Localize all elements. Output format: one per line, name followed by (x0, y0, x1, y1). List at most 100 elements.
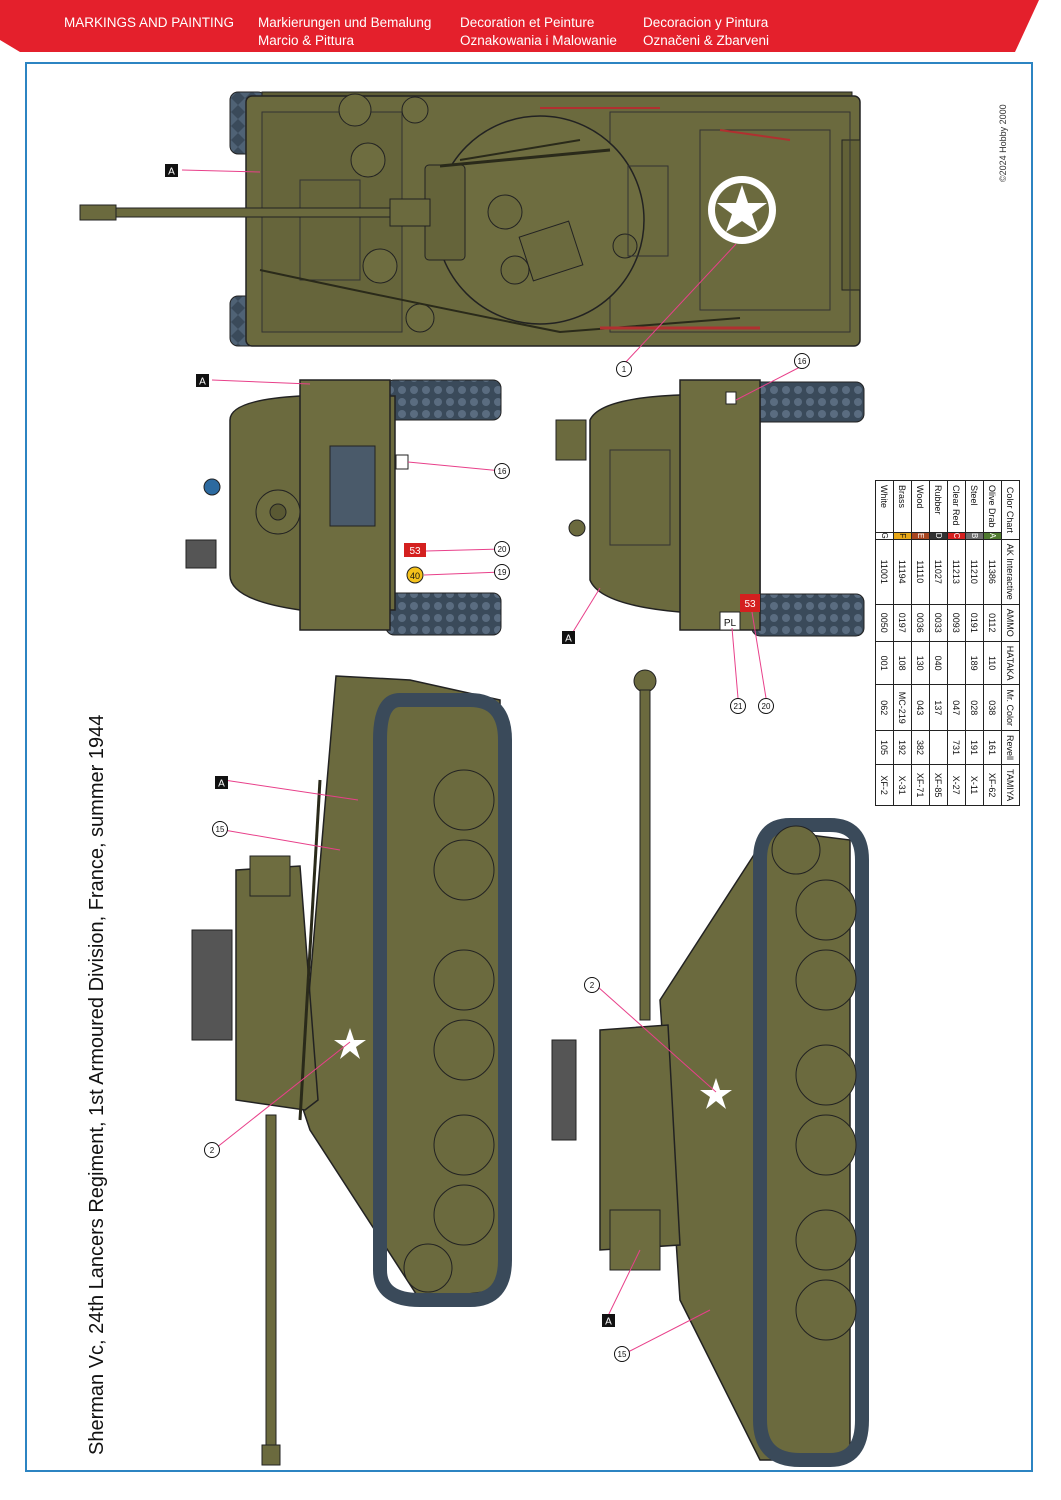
color-code-tamiya: XF-62 (983, 764, 1002, 806)
color-code-mr: 038 (983, 684, 1002, 731)
color-name: Rubber (929, 480, 948, 533)
callout-2-left: 2 (210, 1146, 215, 1155)
left-gun-barrel (265, 1114, 277, 1446)
callout-19-front: 19 (498, 568, 507, 577)
color-code-tamiya: X-11 (965, 764, 984, 806)
color-code-ak: 11213 (947, 539, 966, 605)
callout-16-front: 16 (498, 467, 507, 476)
callout-1-top: 1 (622, 365, 627, 374)
right-star (700, 1078, 732, 1109)
color-code-ak: 11001 (875, 539, 894, 605)
rear-view: PL 53 (555, 379, 865, 637)
color-code-revell: 192 (893, 730, 912, 765)
top-gun-barrel (115, 207, 427, 218)
front-view: 53 40 (185, 379, 502, 636)
color-code-ak: 11110 (911, 539, 930, 605)
front-plate-red (404, 543, 426, 557)
color-code-ak: 11194 (893, 539, 912, 605)
header-col3-line2: Oznakowania i Malowanie (460, 33, 617, 48)
header-col2-line2: Marcio & Pittura (258, 33, 355, 48)
color-name: Clear Red (947, 480, 966, 533)
header-col3: Decoration et Peinture Oznakowania i Mal… (460, 14, 617, 50)
color-code-tamiya: X-31 (893, 764, 912, 806)
callout-15-left: 15 (216, 825, 225, 834)
color-chart-header: Mr. Color (1001, 684, 1020, 731)
color-code-revell: 161 (983, 730, 1002, 765)
color-code-hataka: 130 (911, 641, 930, 685)
header-col2-line1: Markierungen und Bemalung (258, 15, 432, 30)
color-code-ammo: 0033 (929, 604, 948, 642)
front-plate-red-text: 53 (409, 546, 421, 557)
color-code-ammo: 0191 (965, 604, 984, 642)
callout-leaders (181, 169, 803, 1353)
color-code-revell: 731 (947, 730, 966, 765)
header-col2: Markierungen und Bemalung Marcio & Pittu… (258, 14, 431, 50)
header-col4-line1: Decoracion y Pintura (643, 15, 769, 30)
header-col1: MARKINGS AND PAINTING (64, 14, 234, 32)
color-swatch: F (893, 532, 912, 540)
color-code-tamiya: XF-2 (875, 764, 894, 806)
color-chart-header: AK Interactive (1001, 539, 1020, 605)
color-swatch: E (911, 532, 930, 540)
color-swatch: C (947, 532, 966, 540)
color-code-revell: 382 (911, 730, 930, 765)
header-col3-line1: Decoration et Peinture (460, 15, 595, 30)
header-col1-line1: MARKINGS AND PAINTING (64, 15, 235, 30)
color-code-mr: 137 (929, 684, 948, 731)
callout-a-rear: A (565, 634, 572, 645)
callout-16-rear: 16 (798, 357, 807, 366)
color-code-mr: 047 (947, 684, 966, 731)
header-col4: Decoracion y Pintura Označeni & Zbarveni (643, 14, 769, 50)
callout-a-front: A (199, 377, 206, 388)
color-name: Wood (911, 480, 930, 533)
color-chart-header: AMMO (1001, 604, 1020, 642)
color-code-ammo: 0093 (947, 604, 966, 642)
color-code-ak: 11027 (929, 539, 948, 605)
page-frame (25, 62, 1033, 1472)
color-code-tamiya: XF-85 (929, 764, 948, 806)
color-chart-header: Revell (1001, 730, 1020, 765)
color-code-revell: 105 (875, 730, 894, 765)
top-allied-star (717, 185, 767, 232)
callout-20-rear: 20 (762, 702, 771, 711)
color-code-ammo: 0197 (893, 604, 912, 642)
callout-21-rear: 21 (734, 702, 743, 711)
copyright: ©2024 Hobby 2000 (998, 104, 1008, 182)
color-name: Brass (893, 480, 912, 533)
rear-plate-red: 53 (744, 599, 756, 610)
callout-a-top: A (168, 167, 175, 178)
color-code-ammo: 0112 (983, 604, 1002, 642)
color-swatch: G (875, 532, 894, 540)
left-turret (235, 865, 319, 1111)
color-code-ak: 11210 (965, 539, 984, 605)
color-swatch: A (983, 532, 1002, 540)
side-view-right (551, 669, 869, 1467)
color-code-hataka: 040 (929, 641, 948, 685)
right-gun-barrel (639, 689, 651, 1021)
rear-plate-pl: PL (724, 618, 737, 629)
color-code-revell: 191 (965, 730, 984, 765)
color-swatch: B (965, 532, 984, 540)
color-name: Olive Drab (983, 480, 1002, 533)
left-star (334, 1028, 366, 1059)
color-code-mr: 028 (965, 684, 984, 731)
color-code-mr: 043 (911, 684, 930, 731)
color-code-ammo: 0036 (911, 604, 930, 642)
page-title: Sherman Vc, 24th Lancers Regiment, 1st A… (86, 714, 108, 1455)
color-code-hataka: 189 (965, 641, 984, 685)
callout-markers: A A A A A 1 16 16 20 19 21 20 (165, 164, 810, 1362)
color-code-revell (929, 730, 948, 765)
color-name: White (875, 480, 894, 533)
color-code-tamiya: X-27 (947, 764, 966, 806)
color-code-mr: MC-219 (893, 684, 912, 731)
color-code-hataka (947, 641, 966, 685)
right-turret (599, 1024, 681, 1251)
header-col4-line2: Označeni & Zbarveni (643, 33, 770, 48)
side-view-left (191, 675, 512, 1466)
